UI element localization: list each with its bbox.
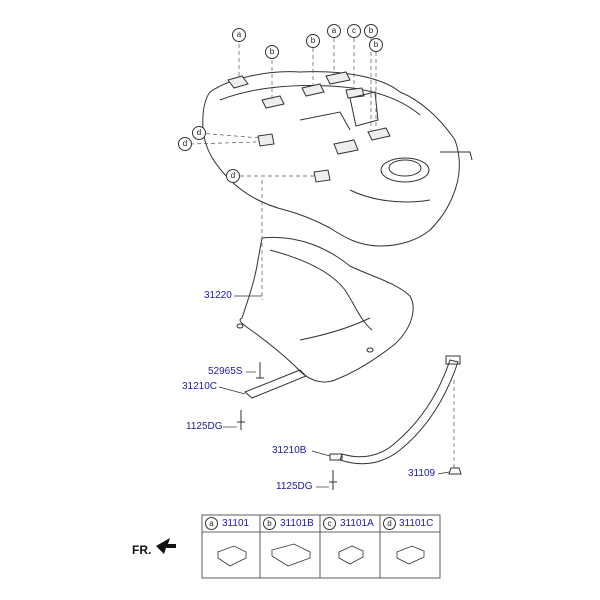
callout-b: b bbox=[369, 38, 383, 52]
tank-pad bbox=[367, 127, 391, 141]
callout-b: b bbox=[265, 45, 279, 59]
fuel-tank bbox=[202, 71, 460, 247]
callout-d: d bbox=[178, 137, 192, 151]
tank-pad bbox=[257, 133, 275, 147]
table-part-31101a: 31101A bbox=[340, 518, 374, 529]
heat-shield bbox=[239, 236, 414, 383]
tank-pad bbox=[301, 83, 325, 97]
table-part-31101: 31101 bbox=[222, 518, 250, 529]
tank-pad bbox=[261, 95, 285, 109]
part-31109: 31109 bbox=[408, 468, 436, 479]
callout-a: a bbox=[232, 28, 246, 42]
bolt-1125dg-b bbox=[329, 470, 337, 490]
table-key-c: c bbox=[323, 517, 336, 530]
callout-a: a bbox=[327, 24, 341, 38]
table-part-31101c: 31101C bbox=[399, 518, 434, 529]
table-key-b: b bbox=[263, 517, 276, 530]
table-part-31101b: 31101B bbox=[280, 518, 314, 529]
table-key-a: a bbox=[205, 517, 218, 530]
strap-31210c bbox=[244, 369, 307, 399]
front-arrow-icon bbox=[156, 538, 176, 554]
tank-pad bbox=[227, 75, 249, 89]
part-1125dg: 1125DG bbox=[276, 481, 313, 492]
tank-pad bbox=[333, 139, 359, 155]
fuel-pump-cover bbox=[380, 157, 430, 183]
front-label: FR. bbox=[132, 543, 152, 557]
tank-pad bbox=[313, 169, 331, 183]
callout-b: b bbox=[306, 34, 320, 48]
part-1125dg: 1125DG bbox=[186, 421, 223, 432]
parts-table bbox=[201, 514, 441, 579]
tank-pad bbox=[325, 71, 351, 85]
callout-d: d bbox=[192, 126, 206, 140]
table-key-d: d bbox=[383, 517, 396, 530]
bolt-52965s bbox=[256, 362, 264, 379]
part-31210c: 31210C bbox=[182, 381, 218, 392]
callout-b: b bbox=[364, 24, 378, 38]
part-31220: 31220 bbox=[204, 290, 232, 301]
part-52965s: 52965S bbox=[208, 366, 243, 377]
nut-31109 bbox=[448, 467, 462, 475]
callout-d: d bbox=[226, 169, 240, 183]
strap-31210b bbox=[339, 359, 459, 465]
callout-c: c bbox=[347, 24, 361, 38]
part-31210b: 31210B bbox=[272, 445, 307, 456]
bolt-1125dg-a bbox=[237, 410, 245, 430]
